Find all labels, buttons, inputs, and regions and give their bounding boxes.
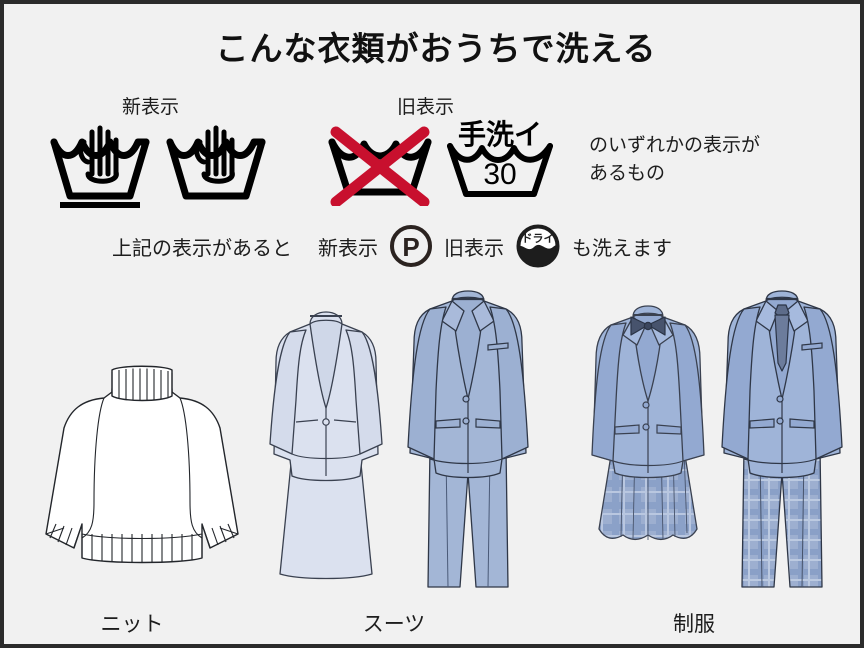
dry-circle-icon: ドライ bbox=[514, 222, 562, 276]
temperature-30-label: 30 bbox=[483, 158, 516, 191]
girls-school-uniform-icon bbox=[587, 301, 709, 598]
symbols-note: のいずれかの表示が あるもの bbox=[589, 132, 760, 187]
ladies-skirt-suit-icon bbox=[266, 304, 386, 599]
old-symbols-caption: 旧表示 bbox=[397, 97, 455, 118]
secondary-new-label: 新表示 bbox=[318, 238, 378, 260]
red-cross-mark bbox=[330, 126, 430, 208]
washtub-crossed-out-icon bbox=[324, 114, 436, 211]
bow-tie bbox=[630, 316, 666, 336]
necktie bbox=[774, 304, 790, 372]
washtub-hand-30-icon: 手洗イ 30 bbox=[444, 114, 556, 211]
secondary-lead-text: 上記の表示があると bbox=[112, 238, 292, 260]
boys-school-uniform-icon bbox=[716, 287, 848, 602]
secondary-old-label: 旧表示 bbox=[444, 238, 504, 260]
secondary-trailing-text: も洗えます bbox=[572, 238, 672, 260]
symbols-note-line1: のいずれかの表示が bbox=[589, 135, 761, 156]
symbols-note-line2: あるもの bbox=[589, 162, 666, 184]
washtub-hand-icon bbox=[164, 116, 268, 207]
mens-suit-icon bbox=[402, 287, 534, 602]
washtub-hand-one-bar-icon bbox=[48, 116, 152, 213]
p-letter: P bbox=[402, 232, 419, 262]
dry-text-label: ドライ bbox=[522, 232, 555, 245]
hand-wash-kanji-label: 手洗イ bbox=[458, 119, 542, 150]
new-symbols-caption: 新表示 bbox=[122, 97, 180, 118]
secondary-note-row: 上記の表示があると 新表示 P 旧表示 ドライ も洗えます bbox=[112, 222, 672, 276]
p-circle-icon: P bbox=[388, 223, 434, 275]
knit-turtleneck-icon bbox=[42, 352, 242, 582]
page-title: こんな衣類がおうちで洗える bbox=[215, 30, 657, 67]
garment-label-uniform: 制服 bbox=[673, 613, 715, 636]
garment-label-suit: スーツ bbox=[362, 613, 426, 636]
garment-label-knit: ニット bbox=[100, 613, 164, 636]
